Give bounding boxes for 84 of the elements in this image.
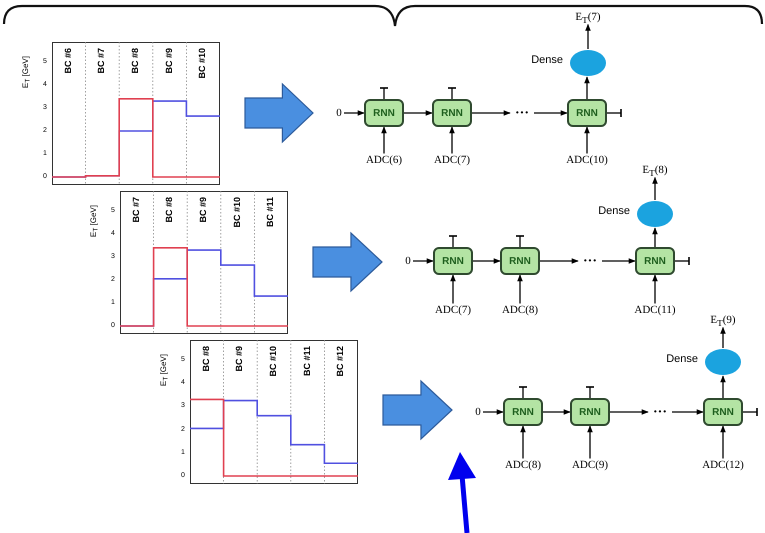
input-label: ADC(8)	[498, 458, 548, 472]
arrow	[585, 24, 591, 49]
column-label: BC #8	[202, 346, 211, 372]
output-label: E$_{T}$(7)	[568, 10, 608, 24]
arrow	[534, 110, 568, 116]
input-label: ADC(7)	[428, 304, 478, 316]
ellipsis: ···	[510, 106, 534, 120]
rnn-cell: RNN	[567, 99, 607, 127]
arrow	[610, 409, 649, 415]
layer-label: Dense	[598, 206, 630, 217]
rnn-cell: RNN	[635, 247, 675, 275]
input-label: 0	[403, 254, 413, 268]
column-label: BC #9	[164, 48, 174, 74]
arrow	[449, 126, 455, 154]
ellipsis: ···	[578, 254, 602, 268]
arrow	[520, 425, 526, 458]
arrow	[472, 110, 511, 116]
layer-label: Dense	[666, 354, 698, 365]
arrow	[584, 76, 590, 99]
output-label: E$_{T}$(8)	[635, 162, 675, 178]
arrow	[404, 110, 433, 116]
arrow	[584, 126, 590, 154]
column-label: BC #8	[131, 48, 140, 74]
arrow	[381, 126, 387, 154]
block-arrow	[244, 82, 314, 144]
rnn-cell: RNN	[433, 247, 473, 275]
column-label: BC #11	[266, 197, 276, 228]
column-label: BC #10	[198, 48, 208, 79]
rnn-cell: RNN	[503, 398, 543, 426]
terminated-line	[379, 87, 389, 99]
column-label: BC #9	[235, 346, 244, 372]
rnn-cell: RNN	[364, 99, 404, 127]
input-label: 0	[473, 406, 483, 418]
column-label: BC #8	[165, 197, 174, 223]
rnn-cell: RNN	[703, 398, 743, 426]
arrow	[344, 110, 365, 116]
arrow	[672, 409, 704, 415]
column-label: BC #12	[336, 346, 346, 377]
input-label: ADC(11)	[630, 304, 680, 316]
input-label: ADC(10)	[562, 154, 612, 166]
rnn-cell: RNN	[570, 398, 610, 426]
input-label: 0	[334, 106, 344, 120]
arrow	[720, 425, 726, 458]
terminated-line	[675, 256, 690, 266]
layer-label: Dense	[531, 55, 563, 66]
terminated-line	[518, 386, 528, 398]
arrow	[720, 326, 726, 348]
terminated-line	[515, 235, 525, 247]
input-label: ADC(8)	[495, 304, 545, 316]
rnn-cell: RNN	[500, 247, 540, 275]
block-arrow	[382, 380, 453, 440]
terminated-line	[585, 386, 595, 398]
terminated-line	[447, 87, 457, 99]
arrow	[587, 425, 593, 458]
arrow	[517, 274, 523, 304]
column-label: BC #6	[64, 48, 73, 74]
arrow	[413, 258, 434, 264]
ellipsis: ···	[648, 406, 672, 418]
arrow	[450, 274, 456, 304]
output-label: E$_{T}$(9)	[703, 312, 743, 328]
arrow	[540, 258, 579, 264]
column-label: BC #7	[97, 48, 106, 74]
input-label: ADC(6)	[359, 154, 409, 166]
arrow	[483, 409, 504, 415]
arrow	[473, 258, 501, 264]
arrow	[652, 274, 658, 304]
arrow	[720, 375, 726, 398]
arrow	[652, 227, 658, 247]
column-label: BC #7	[132, 197, 141, 223]
column-label: BC #11	[302, 346, 312, 376]
arrow	[543, 409, 571, 415]
terminated-line	[607, 108, 622, 118]
arrow	[652, 176, 658, 200]
input-label: ADC(7)	[427, 154, 477, 166]
input-label: ADC(9)	[565, 458, 615, 472]
input-label: ADC(12)	[698, 458, 748, 472]
column-label: BC #9	[199, 197, 208, 223]
column-label: BC #10	[269, 346, 278, 377]
terminated-line	[743, 407, 758, 417]
rnn-cell: RNN	[432, 99, 472, 127]
arrow	[602, 258, 636, 264]
column-label: BC #10	[232, 197, 242, 228]
terminated-line	[448, 235, 458, 247]
block-arrow	[312, 232, 383, 292]
